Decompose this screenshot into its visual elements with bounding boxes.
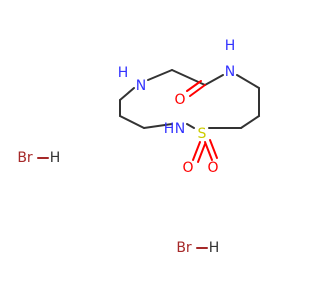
bond-c-o-double-a (189, 84, 206, 97)
nitrogen-sulfonamide-hydrogen-label: H (164, 121, 175, 137)
sulfonyl-bonds (192, 139, 218, 163)
bond-s-o-left-b (197, 143, 206, 163)
ring-bonds (119, 69, 260, 129)
bond-n-ch2-bottom (143, 123, 173, 129)
nitrogen-amine-hydrogen-label: H (118, 65, 129, 81)
hydrogen-label-lower: H (209, 240, 220, 256)
bond-ch2-n-top (204, 74, 224, 86)
nitrogen-sulfonamide-label: N (175, 121, 185, 137)
hbr-salt-lower: Br H (176, 240, 219, 256)
bond-ch2-ch2-lower-right (240, 115, 260, 129)
bond-c-o-double-b (186, 80, 202, 92)
bond-ch2-n-left (119, 87, 135, 101)
nitrogen-amine-label: N (136, 78, 146, 94)
hydrogen-label-upper: H (50, 150, 61, 166)
bond-ch2-ch2-bottom-left (119, 115, 145, 129)
oxygen-sulfonyl-left-label: O (182, 160, 193, 176)
bromine-label-upper: Br (17, 150, 33, 166)
bond-n-top-ch2 (236, 74, 260, 89)
atom-labels: N H N H N H S O O O (118, 38, 236, 176)
bond-s-o-left-a (192, 141, 201, 161)
hbr-salt-upper: Br H (17, 150, 60, 166)
nitrogen-amide-hydrogen-label: H (225, 38, 236, 54)
carbonyl-bond (186, 80, 206, 97)
sulfur-label: S (198, 126, 207, 142)
chemical-structure: N H N H N H S O O O Br H Br H (17, 38, 260, 256)
bond-s-o-right-b (209, 139, 218, 159)
bond-s-o-right-a (204, 141, 213, 161)
nitrogen-amide-label: N (225, 64, 235, 80)
oxygen-sulfonyl-right-label: O (207, 160, 218, 176)
bromine-label-lower: Br (176, 240, 192, 256)
bond-n-left-ch2 (147, 69, 173, 81)
oxygen-carbonyl-label: O (174, 92, 185, 108)
bond-s-n (186, 123, 195, 129)
